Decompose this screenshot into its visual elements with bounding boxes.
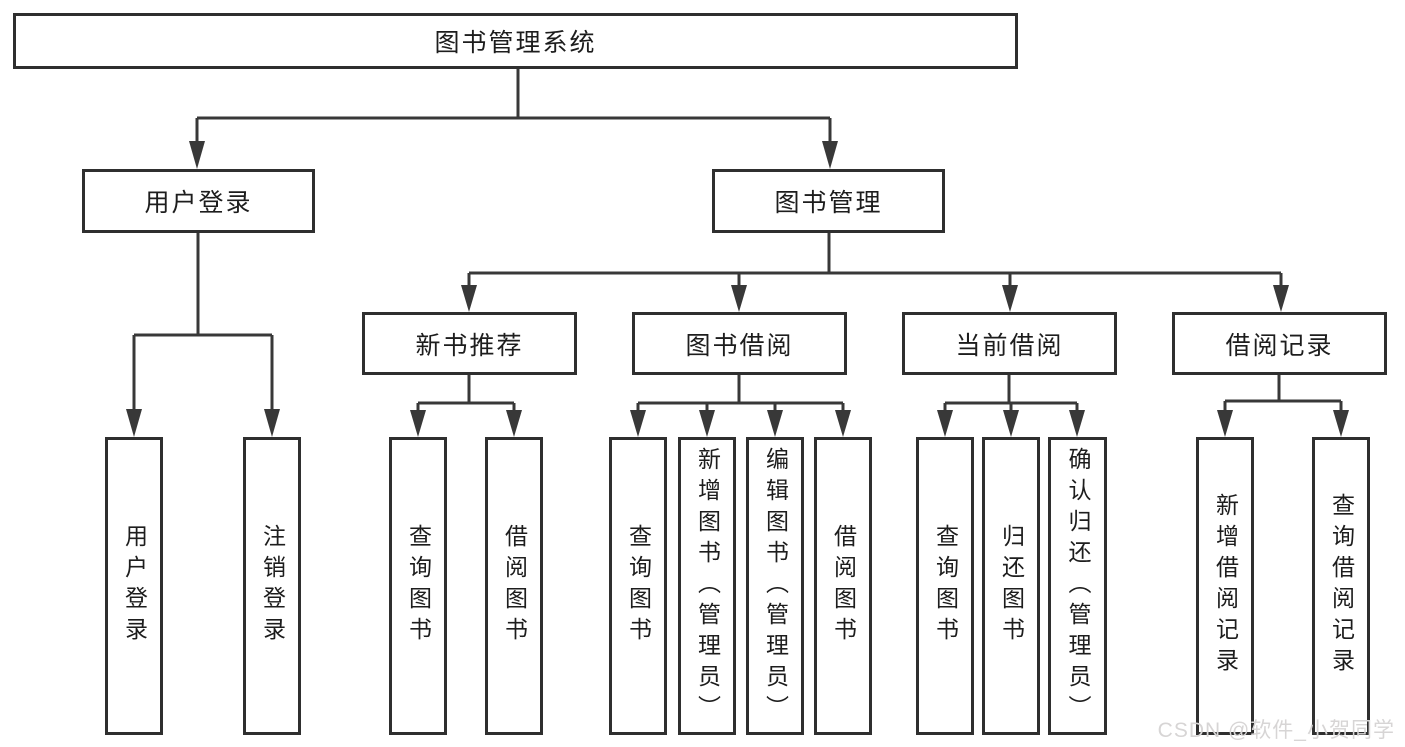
- leaf-query-books-2: 查询图书: [609, 437, 667, 735]
- leaf-edit-book-admin: 编辑图书（管理员）: [746, 437, 804, 735]
- node-book-management-label: 图书管理: [774, 189, 883, 217]
- node-new-book-recommend-label: 新书推荐: [415, 331, 524, 360]
- leaf-logout-label: 注销登录: [259, 524, 286, 648]
- leaf-edit-book-admin-label: 编辑图书（管理员）: [762, 446, 789, 726]
- leaf-confirm-return-admin: 确认归还（管理员）: [1048, 437, 1107, 735]
- leaf-borrow-books-1-label: 借阅图书: [501, 524, 528, 648]
- node-user-login: 用户登录: [82, 169, 315, 233]
- leaf-query-borrow-record-label: 查询借阅记录: [1328, 493, 1355, 679]
- leaf-query-books-1: 查询图书: [389, 437, 447, 735]
- connector-root-to-level2: [189, 68, 838, 169]
- node-library-system: 图书管理系统: [13, 13, 1018, 69]
- leaf-confirm-return-admin-label: 确认归还（管理员）: [1065, 446, 1091, 726]
- leaf-user-login: 用户登录: [105, 437, 163, 735]
- leaf-query-books-3-label: 查询图书: [932, 524, 959, 648]
- leaf-add-book-admin: 新增图书（管理员）: [678, 437, 736, 735]
- node-book-borrowing-label: 图书借阅: [685, 331, 794, 360]
- leaf-return-book: 归还图书: [982, 437, 1040, 735]
- leaf-add-book-admin-label: 新增图书（管理员）: [694, 446, 721, 726]
- node-borrowing-records: 借阅记录: [1172, 312, 1387, 375]
- leaf-add-borrow-record-label: 新增借阅记录: [1212, 493, 1239, 679]
- connector-userlogin-to-leaves: [126, 232, 280, 437]
- node-library-system-label: 图书管理系统: [434, 29, 597, 57]
- leaf-borrow-books-2: 借阅图书: [814, 437, 872, 735]
- node-current-borrowing: 当前借阅: [902, 312, 1117, 375]
- node-book-management: 图书管理: [712, 169, 945, 233]
- leaf-query-books-3: 查询图书: [916, 437, 974, 735]
- leaf-user-login-label: 用户登录: [121, 524, 148, 648]
- leaf-query-books-2-label: 查询图书: [625, 524, 652, 648]
- leaf-logout: 注销登录: [243, 437, 301, 735]
- leaf-borrow-books-1: 借阅图书: [485, 437, 543, 735]
- node-new-book-recommend: 新书推荐: [362, 312, 577, 375]
- leaf-query-books-1-label: 查询图书: [405, 524, 432, 648]
- leaf-borrow-books-2-label: 借阅图书: [830, 524, 857, 648]
- leaf-return-book-label: 归还图书: [998, 524, 1025, 648]
- connector-records-to-leaves: [1217, 374, 1349, 437]
- node-borrowing-records-label: 借阅记录: [1225, 331, 1334, 360]
- csdn-watermark: CSDN @软件_小贺同学: [1157, 719, 1395, 742]
- node-current-borrowing-label: 当前借阅: [955, 331, 1064, 360]
- node-book-borrowing: 图书借阅: [632, 312, 847, 375]
- connector-newbook-to-leaves: [410, 374, 522, 437]
- connector-currentborrow-to-leaves: [937, 374, 1085, 437]
- connector-bookborrow-to-leaves: [630, 374, 851, 437]
- leaf-query-borrow-record: 查询借阅记录: [1312, 437, 1370, 735]
- leaf-add-borrow-record: 新增借阅记录: [1196, 437, 1254, 735]
- connector-bookmgmt-to-level3: [461, 232, 1289, 312]
- node-user-login-label: 用户登录: [144, 189, 253, 217]
